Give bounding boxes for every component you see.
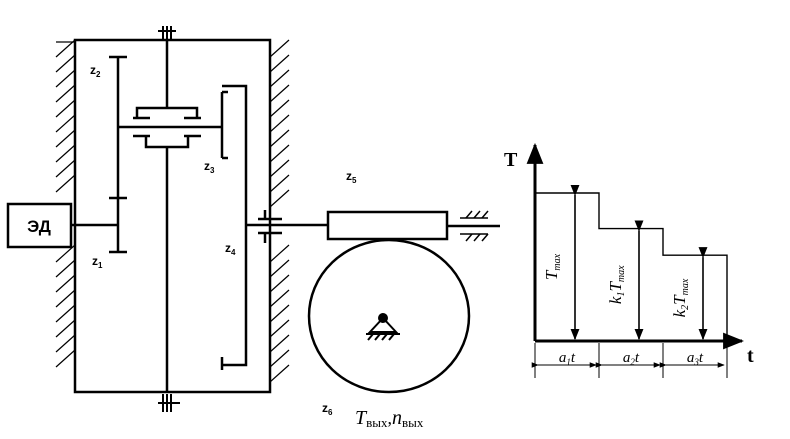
step-1-value-label: Tmax	[542, 253, 563, 280]
gear-label-z4: z4	[225, 241, 236, 257]
bottom-bearing	[158, 394, 180, 412]
right-wall-hatching	[269, 39, 290, 383]
gear-label-z6: z6	[322, 401, 333, 417]
output-label: Tвых,nвых	[355, 407, 424, 430]
step-3-duration-label: a3t	[687, 350, 704, 367]
gear-z1-z2	[109, 55, 127, 254]
wheel-pivot-icon	[366, 313, 400, 341]
gear-z3-z4	[220, 84, 248, 370]
worm-z5	[326, 210, 449, 241]
gear-label-z2: z2	[90, 63, 101, 79]
step-2-duration-label: a2t	[623, 350, 640, 367]
worm-wheel-z6	[307, 238, 471, 394]
top-bearing	[158, 26, 176, 40]
output-shaft	[246, 210, 328, 243]
left-wall-hatching	[55, 39, 76, 368]
gear-label-z1: z1	[92, 254, 103, 270]
central-shaft	[118, 40, 222, 392]
step-1-duration-label: a1t	[559, 350, 576, 367]
gearbox-housing	[73, 38, 272, 394]
motor-label: ЭД	[27, 217, 51, 236]
step-3-value-label: k2Tmax	[670, 278, 691, 317]
gear-label-z5: z5	[346, 169, 357, 185]
motor-box	[6, 202, 73, 249]
load-chart: Tt Tmax a1t k1Tmax a2t k2Tmax a3t	[504, 142, 754, 378]
x-axis-label: t	[747, 345, 754, 367]
worm-support	[460, 210, 489, 242]
gear-label-z3: z3	[204, 159, 215, 175]
y-axis-label: T	[504, 149, 518, 171]
load-step-profile	[535, 192, 728, 341]
step-2-value-label: k1Tmax	[606, 265, 627, 304]
